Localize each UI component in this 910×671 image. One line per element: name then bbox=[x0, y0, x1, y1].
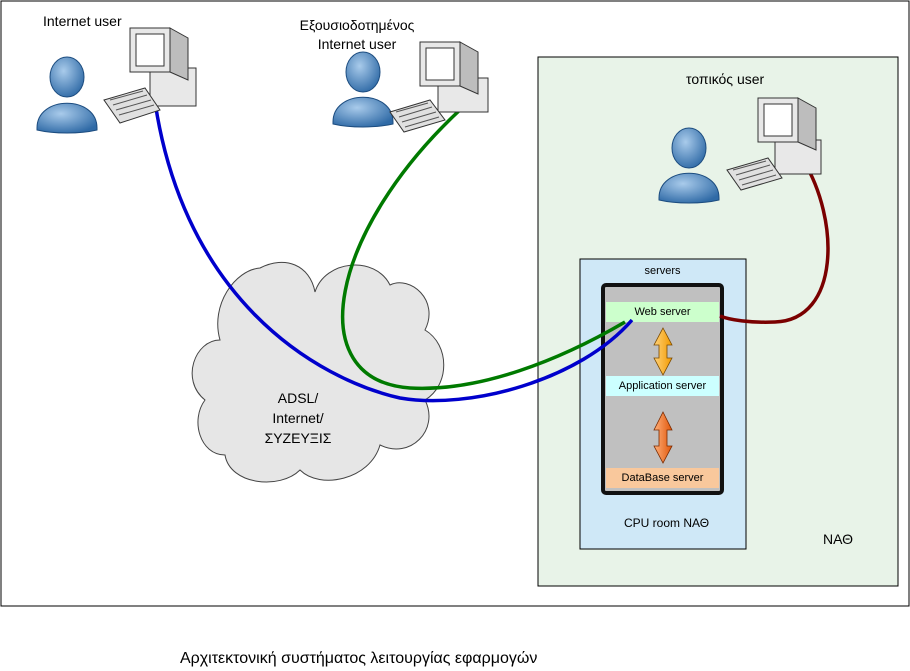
cloud-label-line2: Internet/ bbox=[272, 410, 324, 426]
internet-user-link bbox=[150, 77, 634, 403]
cpu-room-label: CPU room ΝΑΘ bbox=[624, 516, 710, 530]
local-user-label: τοπικός user bbox=[686, 71, 765, 87]
authorized-user-person-icon bbox=[332, 51, 394, 128]
authorized-user-label-line2: Internet user bbox=[317, 36, 397, 52]
local-user-person-icon bbox=[658, 127, 720, 204]
diagram-caption: Αρχιτεκτονική συστήματος λειτουργίας εφα… bbox=[180, 650, 538, 667]
web-app-arrow bbox=[653, 327, 673, 376]
local-user-computer-icon bbox=[726, 97, 822, 191]
database-server-box bbox=[606, 468, 719, 488]
web-server-label: Web server bbox=[634, 306, 691, 318]
database-server-label: DataBase server bbox=[621, 472, 704, 484]
nath-zone-label: ΝΑΘ bbox=[823, 531, 854, 547]
web-server-box bbox=[606, 302, 719, 322]
internet-user-person-icon bbox=[36, 56, 98, 134]
authorized-user-computer-icon bbox=[389, 41, 489, 133]
cloud-label-line1: ADSL/ bbox=[277, 390, 319, 406]
internet-user-label: Internet user bbox=[43, 13, 122, 29]
app-db-arrow bbox=[653, 411, 673, 464]
internet-user-computer-icon bbox=[103, 27, 197, 124]
cloud-label-line3: ΣΥΖΕΥΞΙΣ bbox=[264, 430, 332, 446]
authorized-user-link bbox=[340, 106, 626, 391]
authorized-user-label-line1: Εξουσιοδοτημένος bbox=[299, 17, 415, 33]
application-server-box bbox=[606, 376, 719, 396]
servers-title: servers bbox=[644, 265, 681, 277]
application-server-label: Application server bbox=[618, 380, 707, 392]
local-user-link bbox=[719, 159, 830, 324]
